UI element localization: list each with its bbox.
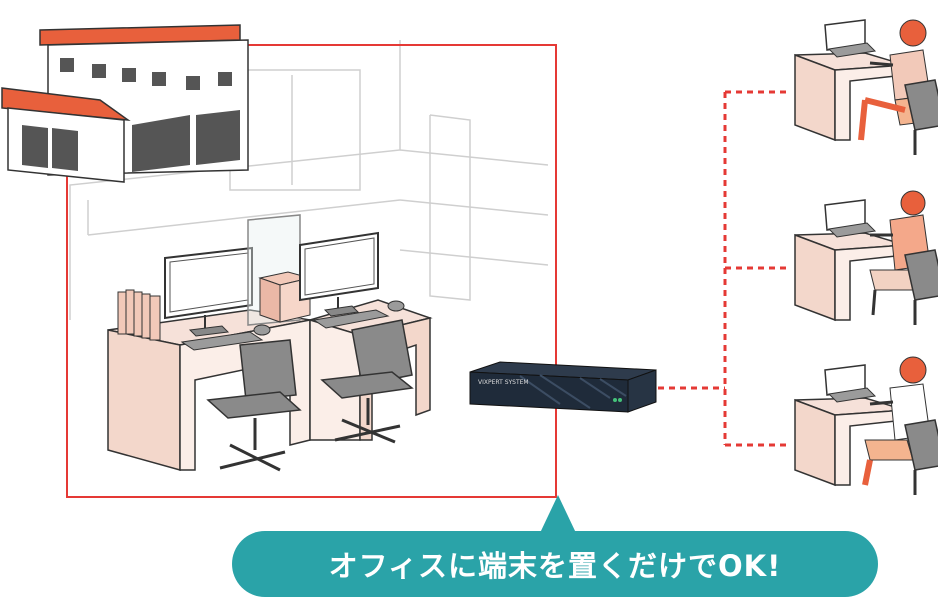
office-desk-right [299, 231, 433, 444]
callout-text: オフィスに端末を置くだけでOK! [328, 549, 782, 583]
office-chair-left [206, 339, 302, 472]
office-building-icon [1, 24, 249, 183]
office-chair-right [320, 319, 414, 444]
remote-worker-2 [794, 190, 938, 325]
callout-bubble-tail [540, 495, 576, 533]
network-appliance-device: VIXPERT SYSTEM [469, 361, 657, 413]
remote-worker-1 [794, 19, 938, 155]
network-connection-lines [658, 90, 790, 447]
callout-bubble: オフィスに端末を置くだけでOK! [232, 531, 878, 597]
office-desk-left [107, 214, 311, 472]
remote-worker-3 [794, 356, 938, 495]
device-brand-label: VIXPERT SYSTEM [478, 379, 529, 386]
